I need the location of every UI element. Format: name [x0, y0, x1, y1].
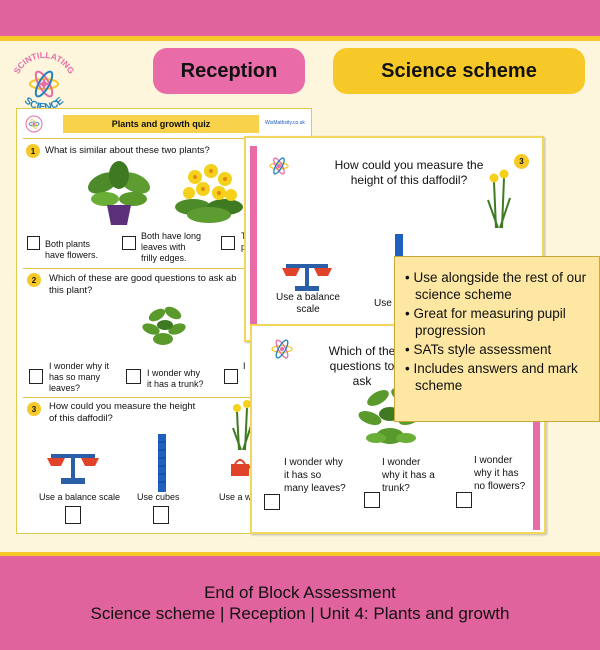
balance-scale-icon — [282, 264, 332, 291]
question-number: 3 — [27, 402, 41, 416]
question-number: 2 — [27, 273, 41, 287]
bottom-accent-line — [0, 552, 600, 556]
svg-text:SCINTILLATING: SCINTILLATING — [11, 50, 76, 76]
worksheet-site-label: WisMathsity.co.uk — [265, 120, 305, 126]
answer-checkbox-a[interactable] — [27, 236, 40, 250]
primula-plant-image — [88, 161, 150, 225]
top-accent-line — [0, 36, 600, 41]
footer-band: End of Block Assessment Science scheme |… — [0, 556, 600, 650]
answer-checkbox-c[interactable] — [224, 369, 238, 384]
leafy-plant-image — [139, 302, 189, 352]
worksheet-logo-icon — [25, 115, 43, 133]
question-text: What is similar about these two plants? — [45, 145, 210, 156]
feature-item: Great for measuring pupil progression — [405, 305, 591, 339]
feature-item: Use alongside the rest of our science sc… — [405, 269, 591, 303]
answer-checkbox-b[interactable] — [126, 369, 141, 384]
yellow-primula-plant-image — [175, 164, 243, 223]
cube-tower-icon — [158, 434, 166, 492]
card-option-b: Use — [374, 298, 392, 309]
question-text: Which of these are good questions to ask… — [49, 273, 237, 296]
scintillating-science-logo: SCINTILLATING SCIENCE — [11, 50, 76, 113]
features-callout: Use alongside the rest of our science sc… — [394, 256, 600, 422]
question-1-section: 1 What is similar about these two plants… — [23, 138, 313, 268]
atom-icon — [29, 70, 59, 98]
answer-option-c: Tp — [241, 231, 247, 253]
footer-subtitle: Science scheme | Reception | Unit 4: Pla… — [90, 604, 510, 623]
logo-text-top: SCINTILLATING — [11, 50, 76, 76]
card-checkbox-b[interactable] — [364, 492, 380, 508]
feature-item: SATs style assessment — [405, 341, 591, 358]
card-checkbox-c[interactable] — [456, 492, 472, 508]
question-number: 1 — [26, 144, 40, 158]
card-question-number: 3 — [514, 154, 529, 169]
answer-checkbox-a[interactable] — [29, 369, 43, 384]
reception-pill: Reception — [153, 48, 305, 94]
card-checkbox-a[interactable] — [264, 494, 280, 510]
worksheet-title: Plants and growth quiz — [63, 115, 259, 133]
top-band — [0, 0, 600, 36]
answer-option-a: Use a balance scale — [39, 492, 121, 502]
card-pink-stripe — [533, 334, 540, 530]
daffodil-image — [487, 169, 511, 228]
card-pink-stripe — [250, 146, 257, 338]
daffodil-image — [232, 400, 252, 450]
features-list: Use alongside the rest of our science sc… — [405, 269, 591, 394]
answer-option-c: I — [243, 361, 246, 371]
science-scheme-pill: Science scheme — [333, 48, 585, 94]
answer-checkbox-a[interactable] — [65, 506, 81, 524]
feature-item: Includes answers and mark scheme — [405, 360, 591, 394]
answer-option-b: Use cubes — [137, 492, 180, 502]
balance-scale-icon — [47, 454, 99, 484]
answer-option-c: Use a w — [219, 492, 252, 502]
footer-title: End of Block Assessment — [204, 583, 396, 602]
answer-checkbox-b[interactable] — [122, 236, 136, 250]
answer-checkbox-c[interactable] — [221, 236, 235, 250]
card-logo-icon — [269, 157, 289, 175]
answer-checkbox-b[interactable] — [153, 506, 169, 524]
card-logo-icon — [271, 339, 293, 359]
question-2-section: 2 Which of these are good questions to a… — [23, 268, 313, 397]
